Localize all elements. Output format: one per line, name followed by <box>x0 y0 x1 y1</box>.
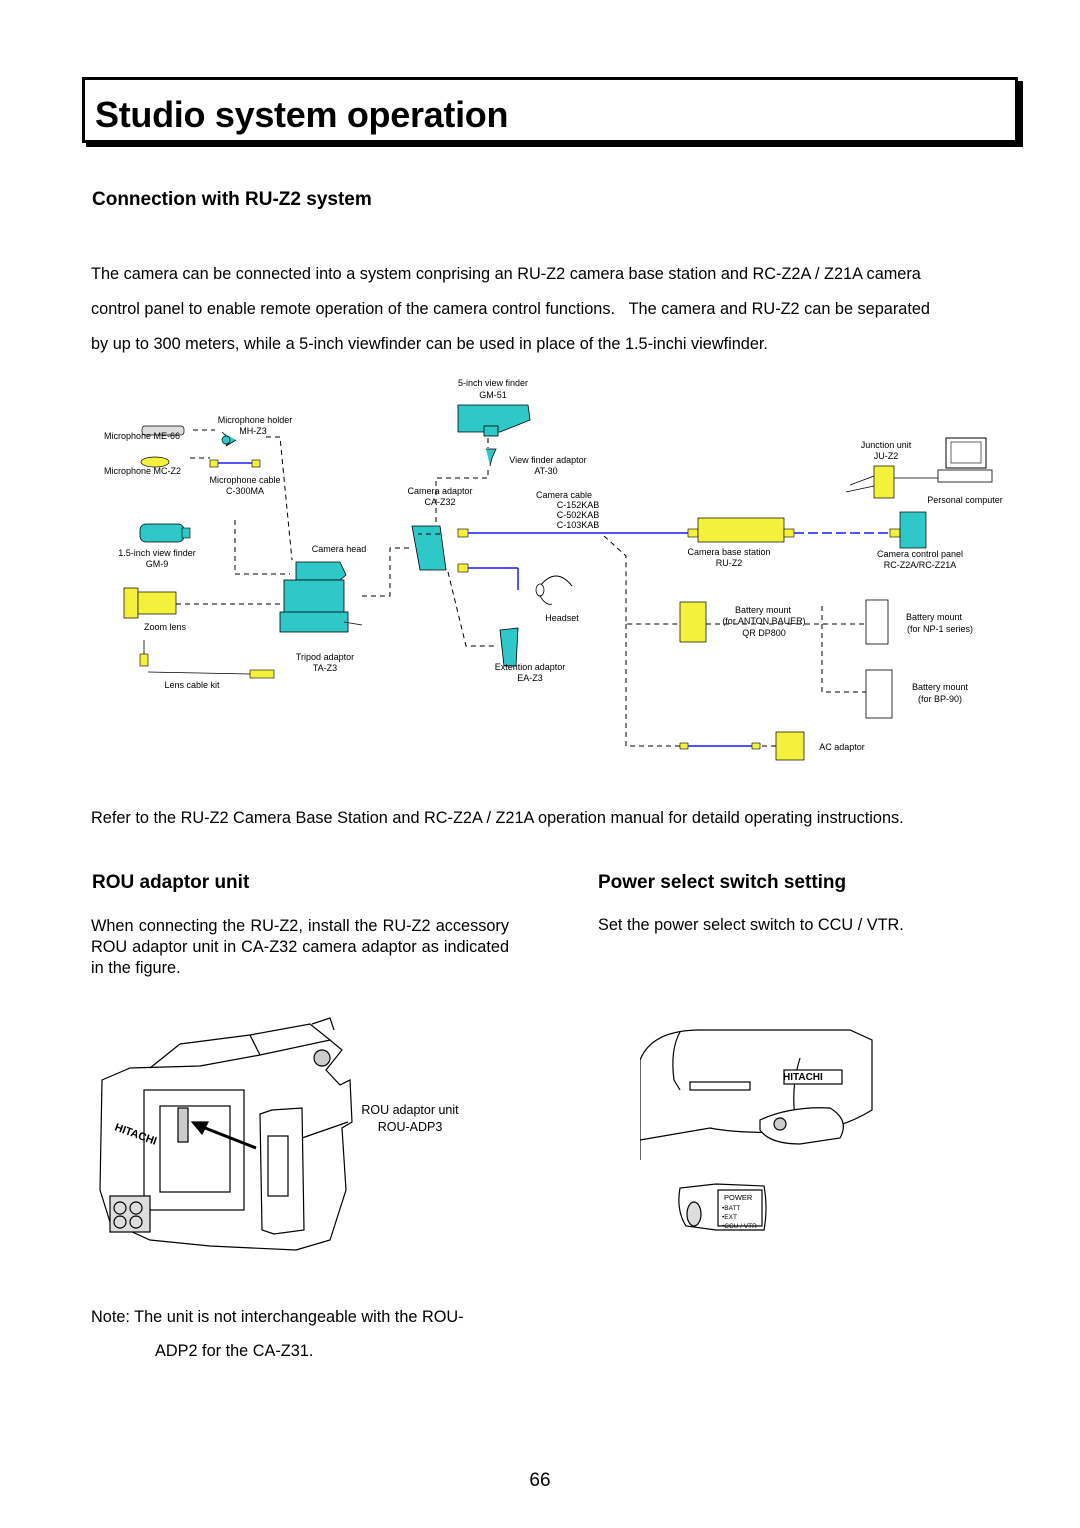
rou-figure-label: ROU adaptor unit <box>361 1103 459 1117</box>
refer-text: Refer to the RU-Z2 Camera Base Station a… <box>91 809 904 827</box>
extension-model: EA-Z3 <box>517 673 543 683</box>
battery-np1-icon <box>865 599 889 645</box>
system-diagram: 5-inch view finder GM-51 Microphone hold… <box>104 378 1003 761</box>
vf15-icon <box>139 523 191 543</box>
mic-mcz2-label: Microphone MC-Z2 <box>104 466 181 476</box>
section-heading-rou: ROU adaptor unit <box>92 872 250 893</box>
mic-cable-label: Microphone cable <box>209 475 280 485</box>
control-panel-icon <box>899 511 927 549</box>
note-line-1: Note: The unit is not interchangeable wi… <box>91 1308 464 1326</box>
vf15-model: GM-9 <box>146 559 169 569</box>
camera-cable-model-3: C-103KAB <box>557 520 600 530</box>
mic-me66-icon <box>141 425 185 436</box>
power-paragraph: Set the power select switch to CCU / VTR… <box>598 916 904 934</box>
camera-adaptor-model: CA-Z32 <box>424 497 455 507</box>
junction-label: Junction unit <box>861 440 912 450</box>
title-box: Studio system operation <box>82 77 1018 143</box>
title-shadow-right <box>1018 81 1023 147</box>
vf-adaptor-label: View finder adaptor <box>509 455 586 465</box>
camera-cable-label: Camera cable <box>536 490 592 500</box>
battery-anton-label: Battery mount <box>735 605 792 615</box>
mic-mcz2-icon <box>140 456 170 468</box>
dashed-connection-lines <box>176 429 866 747</box>
base-station-model: RU-Z2 <box>716 558 743 568</box>
page-number: 66 <box>529 1470 551 1491</box>
switch-option-batt: •BATT <box>722 1205 740 1212</box>
zoom-lens-icon <box>123 587 177 619</box>
vf15-label: 1.5-inch view finder <box>118 548 196 558</box>
battery-bp90-sub: (for BP-90) <box>918 694 962 704</box>
tripod-model: TA-Z3 <box>313 663 337 673</box>
control-panel-label: Camera control panel <box>877 549 963 559</box>
zoom-lens-label: Zoom lens <box>144 622 187 632</box>
camera-adaptor-icon <box>411 525 447 571</box>
battery-np1-label: Battery mount <box>906 612 963 622</box>
extension-adaptor-icon <box>499 627 519 667</box>
vf5-icon <box>457 404 531 437</box>
vf-adaptor-icon <box>486 448 497 467</box>
vf-adaptor-model: AT-30 <box>534 466 557 476</box>
intro-line-1: The camera can be connected into a syste… <box>91 265 921 283</box>
mic-holder-model: MH-Z3 <box>239 426 267 436</box>
extension-label: Extention adaptor <box>495 662 566 672</box>
intro-line-3: by up to 300 meters, while a 5-inch view… <box>91 335 768 353</box>
switch-option-ext: •EXT <box>722 1214 737 1221</box>
ac-adaptor-label: AC adaptor <box>819 742 865 752</box>
junction-model: JU-Z2 <box>874 451 899 461</box>
mic-holder-label: Microphone holder <box>218 415 293 425</box>
tripod-label: Tripod adaptor <box>296 652 354 662</box>
title-shadow-bottom <box>86 143 1023 147</box>
section-heading-power: Power select switch setting <box>598 872 847 893</box>
camera-head-icon <box>279 561 363 633</box>
base-station-label: Camera base station <box>687 547 770 557</box>
pc-label: Personal computer <box>927 495 1003 505</box>
rou-figure-model: ROU-ADP3 <box>378 1120 443 1134</box>
note-line-2: ADP2 for the CA-Z31. <box>155 1342 314 1360</box>
ac-adaptor-icon <box>775 731 805 761</box>
lens-cable-icon <box>249 669 275 679</box>
vf5-label: 5-inch view finder <box>458 378 528 388</box>
switch-title: POWER <box>724 1193 753 1202</box>
power-switch-figure: HITACHI POWER •BATT •EXT •CCU / VTR <box>640 1029 873 1231</box>
mic-holder-icon <box>221 431 237 447</box>
intro-line-2: control panel to enable remote operation… <box>91 300 930 318</box>
note: Note: The unit is not interchangeable wi… <box>91 1300 464 1368</box>
rou-figure: HITACHI ROU adaptor unit ROU-ADP3 <box>99 1017 459 1251</box>
battery-anton-icon <box>679 601 707 643</box>
page-title: Studio system operation <box>95 94 509 135</box>
lens-cable-label: Lens cable kit <box>164 680 220 690</box>
section-heading-connection: Connection with RU-Z2 system <box>92 189 372 210</box>
headset-icon <box>535 575 573 605</box>
battery-anton-model: QR DP800 <box>742 628 786 638</box>
rou-paragraph: When connecting the RU-Z2, install the R… <box>91 917 509 977</box>
mic-me66-label: Microphone ME-66 <box>104 431 180 441</box>
intro-paragraph: The camera can be connected into a syste… <box>91 257 1031 362</box>
control-panel-model: RC-Z2A/RC-Z21A <box>884 560 957 570</box>
camera-head-label: Camera head <box>312 544 367 554</box>
camera-cable-model-1: C-152KAB <box>557 500 600 510</box>
camera-adaptor-label: Camera adaptor <box>407 486 472 496</box>
battery-bp90-label: Battery mount <box>912 682 969 692</box>
headset-label: Headset <box>545 613 579 623</box>
battery-np1-sub: (for NP-1 series) <box>907 624 973 634</box>
junction-icon <box>873 465 895 499</box>
camera-cable-model-2: C-502KAB <box>557 510 600 520</box>
mic-cable-model: C-300MA <box>226 486 264 496</box>
battery-anton-sub: (for ANTON BAUER) <box>722 616 805 626</box>
battery-bp90-icon <box>865 669 893 719</box>
power-brand: HITACHI <box>783 1072 823 1083</box>
switch-option-ccu: •CCU / VTR <box>722 1223 757 1230</box>
vf5-model: GM-51 <box>479 390 507 400</box>
pc-icon <box>894 437 993 483</box>
base-station-icon <box>697 517 785 543</box>
